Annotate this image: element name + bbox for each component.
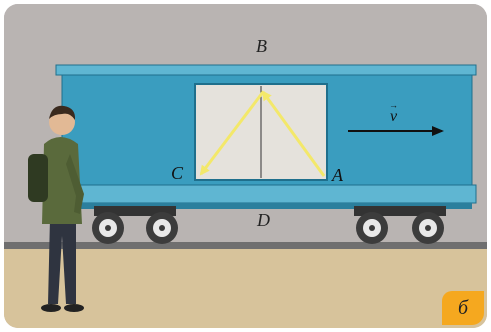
wheel-icon	[92, 212, 124, 244]
wheel-icon	[412, 212, 444, 244]
panel-badge: б	[442, 291, 484, 325]
point-label-a: A	[332, 165, 343, 186]
point-label-b: B	[256, 36, 267, 57]
wheel-icon	[356, 212, 388, 244]
observer-shoe	[64, 304, 84, 312]
illustration-frame: B D C A → v б	[4, 4, 487, 328]
point-label-d: D	[257, 210, 270, 231]
point-label-c: C	[171, 163, 183, 184]
observer-shoe	[41, 304, 61, 312]
wagon-light-diagram	[4, 4, 487, 328]
observer-backpack	[28, 154, 48, 202]
panel-label: б	[458, 297, 468, 320]
velocity-label: → v	[390, 109, 397, 125]
rail	[4, 242, 487, 249]
wagon-floor-beam	[56, 185, 476, 203]
wheel-icon	[146, 212, 178, 244]
floor	[4, 249, 487, 328]
wagon-roof	[56, 65, 476, 75]
velocity-symbol: v	[390, 108, 397, 125]
wagon	[56, 65, 476, 209]
velocity-accent: →	[389, 101, 398, 110]
